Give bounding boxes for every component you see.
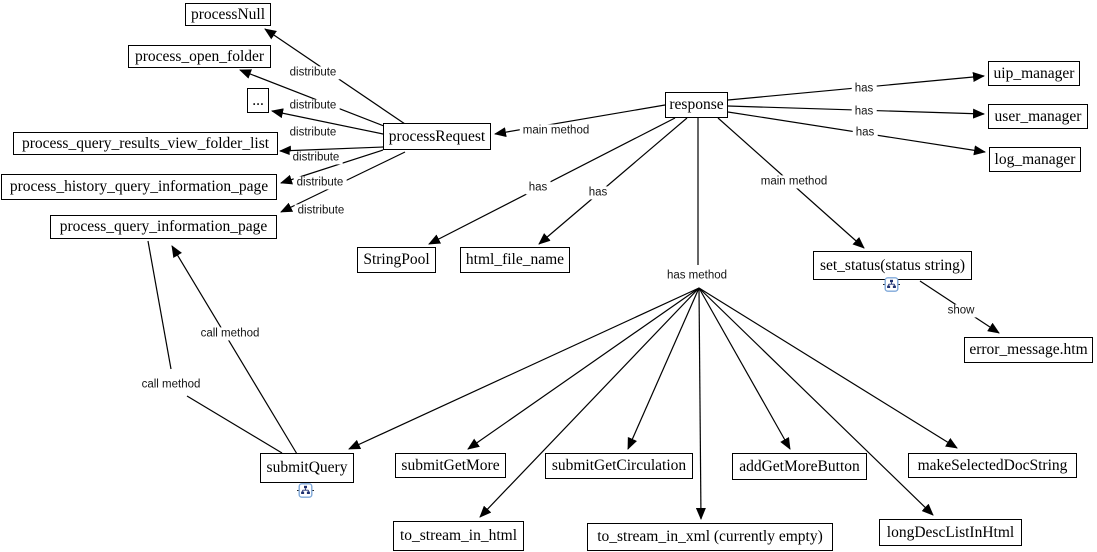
edge-has-method-to-stream-in-html: [479, 287, 700, 518]
node-addGetMoreButton[interactable]: addGetMoreButton: [732, 453, 867, 480]
edge-distribute-process-open-folder: [239, 69, 385, 127]
node-uip-manager[interactable]: uip_manager: [988, 61, 1080, 86]
node-process-history-query-information-page[interactable]: process_history_query_information_page: [1, 174, 277, 200]
node-submitQuery[interactable]: submitQuery: [260, 453, 354, 483]
edge-call-method-2-lower: [186, 395, 283, 454]
node-to-stream-in-xml[interactable]: to_stream_in_xml (currently empty): [587, 523, 833, 551]
edge-call-method-2-upper: [147, 240, 172, 370]
node-processNull[interactable]: processNull: [185, 3, 271, 26]
node-process-query-results-view-folder-list[interactable]: process_query_results_view_folder_list: [13, 132, 278, 155]
edge-label-has-2: has: [585, 186, 611, 200]
node-longDescListInHtml[interactable]: longDescListInHtml: [879, 519, 1022, 546]
edge-label-has-method: has method: [663, 269, 731, 283]
node-processRequest[interactable]: processRequest: [383, 123, 491, 150]
edge-has-html-file-name: [538, 117, 688, 245]
edge-distribute-query-results-view-folder-list: [279, 145, 384, 156]
edge-has-StringPool: [428, 117, 676, 245]
edge-has-method-to-stream-in-xml: [695, 287, 706, 520]
node-submitGetMore[interactable]: submitGetMore: [395, 453, 506, 478]
hierarchy-diagram-icon[interactable]: [883, 277, 900, 292]
edge-has-method-submitQuery: [348, 287, 700, 450]
edge-has-method-longDescListInHtml: [698, 287, 934, 516]
node-html-file-name[interactable]: html_file_name: [460, 247, 570, 273]
edge-label-has-4: has: [851, 105, 877, 119]
node-response[interactable]: response: [665, 92, 728, 118]
node-error-message-htm[interactable]: error_message.htm: [964, 337, 1093, 363]
edge-label-main-method-2: main method: [757, 175, 831, 189]
edge-has-method-makeSelectedDocString: [698, 287, 958, 449]
node-process-open-folder[interactable]: process_open_folder: [128, 45, 271, 68]
edge-label-main-method-1: main method: [519, 124, 593, 138]
node-log-manager[interactable]: log_manager: [989, 147, 1081, 172]
edge-label-distribute-3: distribute: [286, 126, 340, 140]
edge-distribute-ellipsis: [271, 108, 384, 135]
edge-has-method-addGetMoreButton: [698, 287, 791, 450]
edge-label-has-3: has: [851, 82, 877, 96]
node-submitGetCirculation[interactable]: submitGetCirculation: [545, 453, 693, 479]
node-ellipsis[interactable]: ...: [247, 88, 269, 113]
edge-label-show: show: [944, 304, 978, 318]
edge-label-call-method-1: call method: [197, 327, 263, 341]
node-makeSelectedDocString[interactable]: makeSelectedDocString: [908, 453, 1077, 478]
edge-has-method-submitGetMore: [467, 287, 700, 450]
edge-label-distribute-1: distribute: [286, 66, 340, 80]
node-to-stream-in-html[interactable]: to_stream_in_html: [393, 521, 524, 551]
node-set-status[interactable]: set_status(status string): [813, 251, 972, 280]
edge-label-has-1: has: [525, 181, 551, 195]
edge-label-distribute-2: distribute: [286, 99, 340, 113]
edge-call-method-1: [171, 245, 298, 455]
node-process-query-information-page[interactable]: process_query_information_page: [50, 215, 277, 239]
edge-label-distribute-4: distribute: [289, 151, 343, 165]
edge-label-call-method-2: call method: [138, 378, 204, 392]
edge-label-distribute-5: distribute: [293, 176, 347, 190]
node-StringPool[interactable]: StringPool: [357, 247, 436, 273]
edge-has-method-submitGetCirculation: [627, 287, 700, 450]
edge-label-has-5: has: [852, 126, 878, 140]
hierarchy-diagram-icon[interactable]: [297, 483, 314, 498]
node-user-manager[interactable]: user_manager: [988, 104, 1088, 129]
edge-label-distribute-6: distribute: [294, 204, 348, 218]
